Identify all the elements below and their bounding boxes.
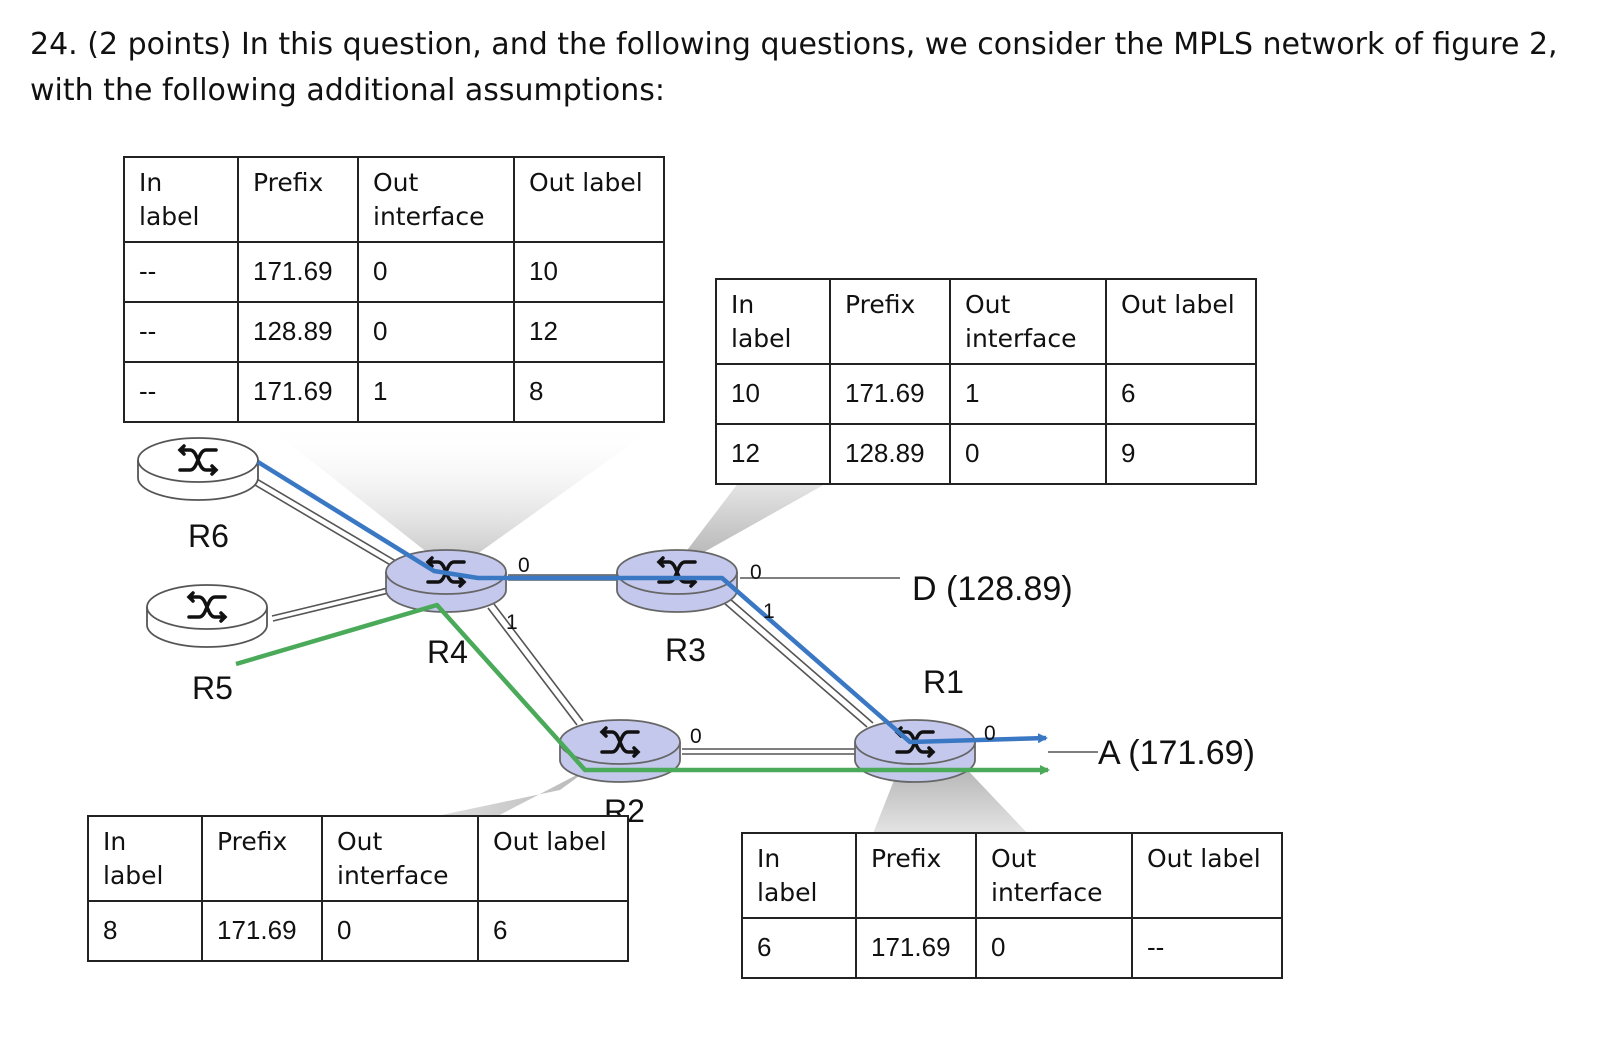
- header-out-label: Out label: [477, 815, 629, 902]
- r2-interface-0: 0: [690, 725, 702, 748]
- header-in-label: In label: [123, 156, 239, 243]
- link-r4-r2: [487, 603, 584, 726]
- cell-out-label: 8: [513, 361, 665, 423]
- router-label-r6: R6: [188, 518, 229, 554]
- cell-in-label: 12: [715, 423, 831, 485]
- header-out-interface: Out interface: [949, 278, 1107, 365]
- header-in-label: In label: [715, 278, 831, 365]
- cell-prefix: 128.89: [237, 301, 359, 363]
- r4-interface-1: 1: [506, 611, 518, 634]
- header-out-label: Out label: [1105, 278, 1257, 365]
- cell-prefix: 171.69: [855, 917, 977, 979]
- router-r6[interactable]: [137, 437, 259, 501]
- header-prefix: Prefix: [201, 815, 323, 902]
- table-row: -- 128.89 0 12: [123, 301, 665, 363]
- header-out-interface: Out interface: [321, 815, 479, 902]
- r4-forwarding-table: In label Prefix Out interface Out label …: [123, 156, 665, 423]
- cell-out-label: 6: [1105, 363, 1257, 425]
- cell-in-label: 6: [741, 917, 857, 979]
- path-blue: [256, 460, 1048, 745]
- link-r2-r1: [682, 748, 858, 755]
- cell-out-interface: 0: [975, 917, 1133, 979]
- cell-out-label: 12: [513, 301, 665, 363]
- router-r4[interactable]: [385, 549, 507, 613]
- router-label-r3: R3: [665, 632, 706, 668]
- cell-in-label: --: [123, 241, 239, 303]
- link-r3-r1: [715, 591, 874, 728]
- cell-in-label: 10: [715, 363, 831, 425]
- header-out-label: Out label: [513, 156, 665, 243]
- r1-forwarding-table: In label Prefix Out interface Out label …: [741, 832, 1283, 979]
- table-row: -- 171.69 1 8: [123, 361, 665, 423]
- header-out-label: Out label: [1131, 832, 1283, 919]
- table-row: 10 171.69 1 6: [715, 363, 1257, 425]
- cell-out-label: 6: [477, 900, 629, 962]
- r3-interface-1: 1: [763, 600, 775, 623]
- destination-a: A (171.69): [1098, 734, 1255, 772]
- cell-out-label: 10: [513, 241, 665, 303]
- cell-out-interface: 0: [321, 900, 479, 962]
- cell-prefix: 171.69: [201, 900, 323, 962]
- router-r2[interactable]: [559, 719, 681, 783]
- cell-out-interface: 1: [949, 363, 1107, 425]
- r3-table-callout: [672, 478, 836, 570]
- cell-out-interface: 0: [357, 241, 515, 303]
- header-in-label: In label: [87, 815, 203, 902]
- cell-out-label: --: [1131, 917, 1283, 979]
- router-r5[interactable]: [146, 584, 268, 648]
- cell-prefix: 171.69: [829, 363, 951, 425]
- cell-out-interface: 0: [949, 423, 1107, 485]
- cell-prefix: 171.69: [237, 241, 359, 303]
- r2-forwarding-table: In label Prefix Out interface Out label …: [87, 815, 629, 962]
- cell-out-interface: 1: [357, 361, 515, 423]
- r3-interface-0: 0: [750, 561, 762, 584]
- question-text: 24. (2 points) In this question, and the…: [30, 27, 1558, 108]
- r3-forwarding-table: In label Prefix Out interface Out label …: [715, 278, 1257, 485]
- header-in-label: In label: [741, 832, 857, 919]
- link-r6-r4: [242, 471, 407, 574]
- cell-out-label: 9: [1105, 423, 1257, 485]
- table-row: 8 171.69 0 6: [87, 900, 629, 962]
- cell-prefix: 128.89: [829, 423, 951, 485]
- cell-in-label: --: [123, 361, 239, 423]
- header-prefix: Prefix: [237, 156, 359, 243]
- header-out-interface: Out interface: [357, 156, 515, 243]
- r4-interface-0: 0: [518, 554, 530, 577]
- cell-out-interface: 0: [357, 301, 515, 363]
- r4-table-callout: [262, 422, 662, 572]
- router-r3[interactable]: [616, 549, 738, 613]
- cell-in-label: --: [123, 301, 239, 363]
- router-r1[interactable]: [854, 719, 976, 783]
- path-green: [235, 602, 1050, 775]
- cell-prefix: 171.69: [237, 361, 359, 423]
- link-r5-r4: [271, 585, 398, 622]
- router-label-r5: R5: [192, 670, 233, 706]
- physical-links: [242, 471, 1098, 755]
- header-prefix: Prefix: [855, 832, 977, 919]
- header-out-interface: Out interface: [975, 832, 1133, 919]
- router-label-r1: R1: [923, 664, 964, 700]
- table-row: 6 171.69 0 --: [741, 917, 1283, 979]
- table-row: 12 128.89 0 9: [715, 423, 1257, 485]
- header-prefix: Prefix: [829, 278, 951, 365]
- table-row: -- 171.69 0 10: [123, 241, 665, 303]
- router-label-r4: R4: [427, 634, 468, 670]
- cell-in-label: 8: [87, 900, 203, 962]
- r1-interface-0: 0: [984, 722, 996, 745]
- destination-d: D (128.89): [912, 570, 1073, 608]
